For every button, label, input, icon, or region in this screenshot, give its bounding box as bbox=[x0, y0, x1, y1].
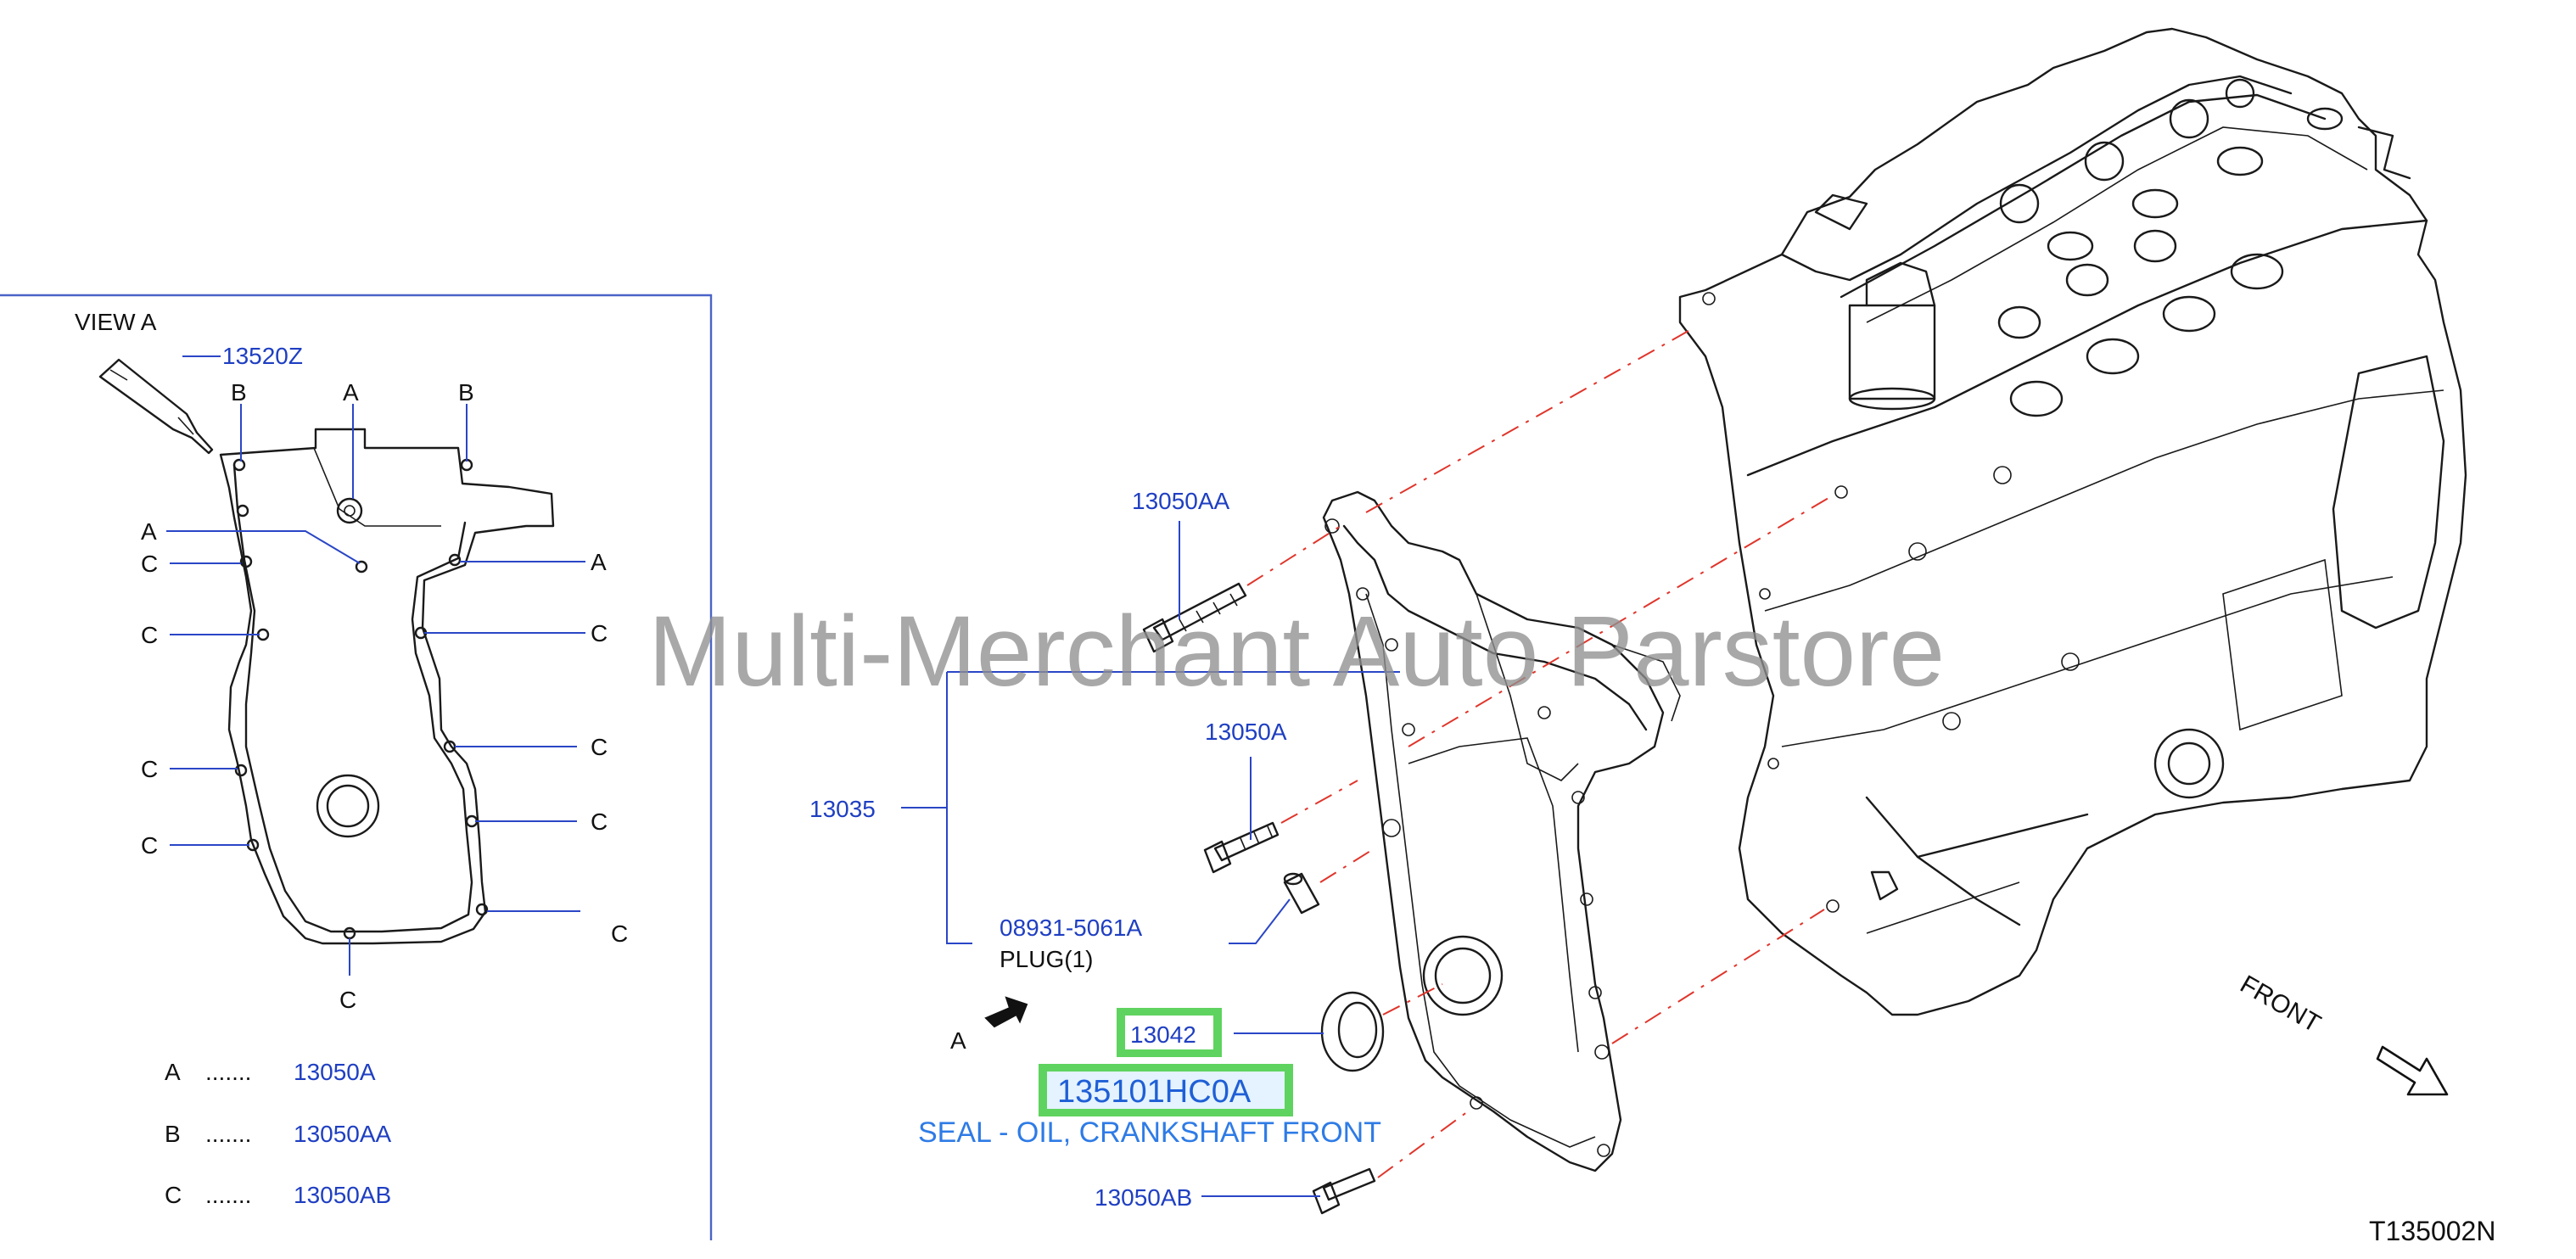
point-c-left-4: C bbox=[141, 832, 158, 859]
point-c-right-1: C bbox=[591, 620, 608, 646]
point-c-left-2: C bbox=[141, 622, 158, 648]
point-c-right-3: C bbox=[591, 809, 608, 835]
callout-plug-label: PLUG(1) bbox=[1000, 946, 1093, 972]
legend-part-link[interactable]: 13050A bbox=[294, 1059, 376, 1085]
point-c-right-2: C bbox=[591, 734, 608, 760]
seal-part-highlight[interactable]: 135101HC0A bbox=[1039, 1064, 1293, 1116]
callout-seal-description: SEAL - OIL, CRANKSHAFT FRONT bbox=[918, 1116, 1381, 1149]
seal-ref-highlight[interactable]: 13042 bbox=[1117, 1008, 1222, 1057]
view-arrow-label: A bbox=[950, 1027, 966, 1054]
watermark-text: Multi-Merchant Auto Parstore bbox=[648, 596, 1945, 708]
point-a-left: A bbox=[141, 518, 157, 545]
legend-letter: C bbox=[165, 1182, 182, 1208]
point-c-left-1: C bbox=[141, 551, 158, 577]
callout-plug-number[interactable]: 08931-5061A bbox=[1000, 915, 1142, 941]
engine-block-drawing bbox=[1678, 27, 2467, 1016]
bolt-middle bbox=[1203, 821, 1280, 874]
point-a-top: A bbox=[343, 379, 359, 406]
legend-dots: ....... bbox=[205, 1059, 251, 1085]
view-direction-arrow bbox=[984, 996, 1028, 1028]
point-b-left: B bbox=[231, 379, 247, 406]
legend-dots: ....... bbox=[205, 1182, 251, 1208]
front-arrow-icon bbox=[2376, 1045, 2449, 1096]
callout-seal-part-number[interactable]: 135101HC0A bbox=[1057, 1074, 1252, 1110]
point-c-left-3: C bbox=[141, 756, 158, 782]
main-leaders bbox=[901, 521, 1400, 1197]
legend-letter: B bbox=[165, 1121, 181, 1147]
callout-bolt-middle[interactable]: 13050A bbox=[1205, 719, 1287, 745]
bolt-legend: A ....... 13050A B ....... 13050AA C ...… bbox=[165, 1059, 392, 1208]
diagram-code: T135002N bbox=[2369, 1216, 2495, 1246]
callout-front-cover[interactable]: 13035 bbox=[809, 796, 876, 822]
point-c-bottom: C bbox=[339, 987, 356, 1013]
view-a-panel: VIEW A 13520Z bbox=[0, 294, 713, 1240]
front-cover-outline-view-a bbox=[219, 428, 555, 945]
callout-bolt-top[interactable]: 13050AA bbox=[1132, 488, 1230, 514]
point-a-right: A bbox=[591, 549, 607, 575]
sealant-part-label[interactable]: 13520Z bbox=[222, 343, 303, 369]
legend-letter: A bbox=[165, 1059, 181, 1085]
point-b-right: B bbox=[458, 379, 474, 406]
front-cover-drawing bbox=[1322, 490, 1681, 1172]
front-direction-label: FRONT bbox=[2236, 970, 2326, 1038]
legend-dots: ....... bbox=[205, 1121, 251, 1147]
dowel-pin bbox=[1283, 872, 1320, 915]
callout-bolt-bottom[interactable]: 13050AB bbox=[1095, 1184, 1192, 1211]
bolt-bottom bbox=[1312, 1167, 1376, 1215]
point-c-right-4: C bbox=[611, 920, 628, 947]
sealant-tube-icon bbox=[98, 358, 214, 455]
callout-seal-ref[interactable]: 13042 bbox=[1130, 1021, 1196, 1048]
legend-part-link[interactable]: 13050AB bbox=[294, 1182, 391, 1208]
legend-part-link[interactable]: 13050AA bbox=[294, 1121, 392, 1147]
assembly-centerlines bbox=[1246, 330, 1834, 1178]
bolt-top bbox=[1142, 582, 1247, 653]
view-a-title: VIEW A bbox=[75, 309, 157, 335]
view-a-leaders bbox=[166, 404, 585, 976]
oil-seal-ring bbox=[1320, 991, 1385, 1072]
view-a-frame bbox=[0, 294, 713, 1240]
